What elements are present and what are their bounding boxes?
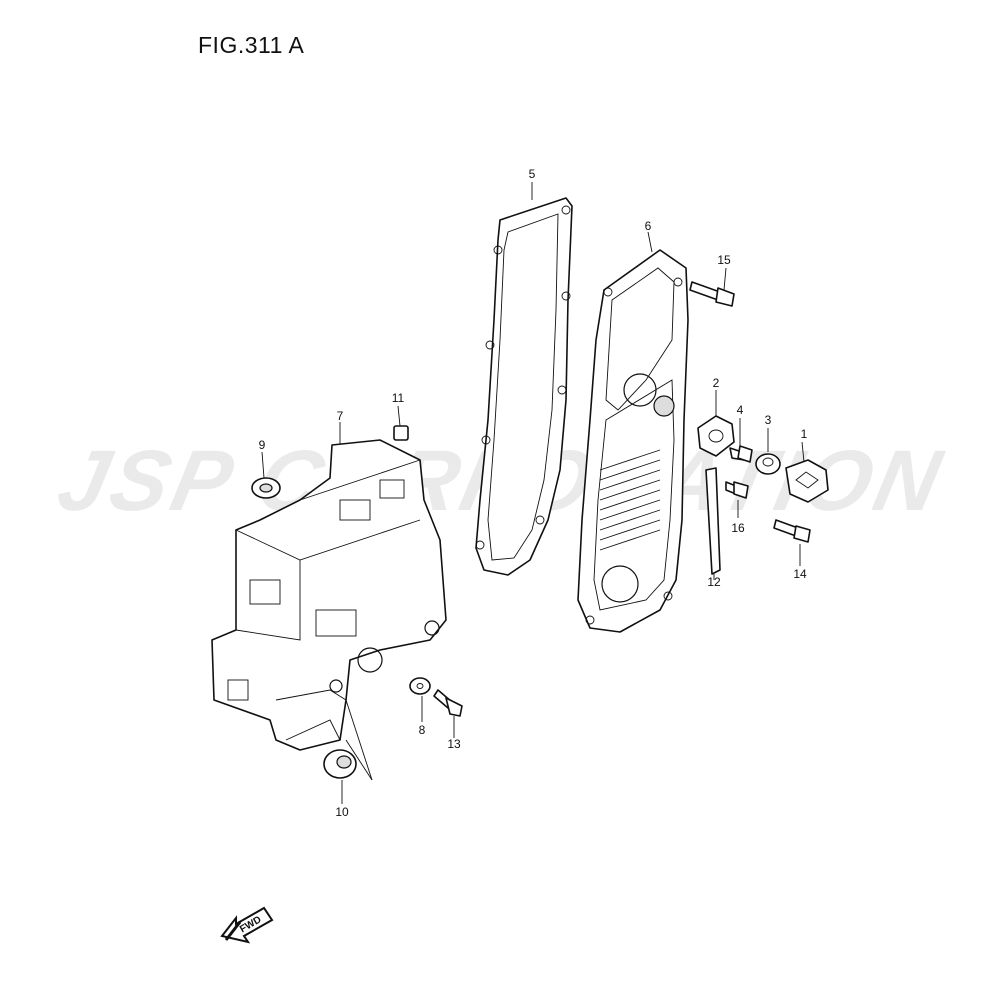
callout-3: 3 xyxy=(765,413,772,427)
callout-12: 12 xyxy=(707,575,721,589)
part-9-grommet xyxy=(251,477,281,499)
part-5-gasket xyxy=(475,197,573,576)
callout-11: 11 xyxy=(392,391,405,405)
callout-1: 1 xyxy=(801,427,808,441)
callout-6: 6 xyxy=(645,219,652,233)
part-14-bolt xyxy=(773,519,811,543)
part-6-cover xyxy=(577,249,689,633)
callout-16: 16 xyxy=(731,521,745,535)
callout-15: 15 xyxy=(717,253,731,267)
part-7-bracket xyxy=(211,439,447,751)
part-13-bolt xyxy=(433,689,463,717)
callout-2: 2 xyxy=(713,376,720,390)
part-3-cap xyxy=(755,453,781,475)
callout-labels: 1 2 3 4 5 6 7 8 9 10 11 12 13 14 15 16 xyxy=(259,167,808,819)
part-2-small-gasket xyxy=(697,415,735,457)
part-4-bolt xyxy=(729,445,753,463)
callout-4: 4 xyxy=(737,403,744,417)
callout-7: 7 xyxy=(337,409,344,423)
callout-8: 8 xyxy=(419,723,426,737)
figure-title: FIG.311 A xyxy=(198,32,305,58)
callout-14: 14 xyxy=(793,567,807,581)
fwd-arrow-icon: FWD xyxy=(220,906,274,944)
part-15-bolt xyxy=(689,281,735,307)
part-16-bolt xyxy=(725,481,749,499)
callout-5: 5 xyxy=(529,167,536,181)
part-10-grommet xyxy=(323,699,373,781)
part-11-block xyxy=(393,425,409,441)
leader-lines xyxy=(261,182,805,804)
part-8-washer xyxy=(409,677,431,695)
callout-13: 13 xyxy=(447,737,461,751)
part-1-cap-assembly xyxy=(785,459,829,503)
part-12-clip xyxy=(705,467,721,575)
callout-10: 10 xyxy=(335,805,349,819)
callout-9: 9 xyxy=(259,438,266,452)
